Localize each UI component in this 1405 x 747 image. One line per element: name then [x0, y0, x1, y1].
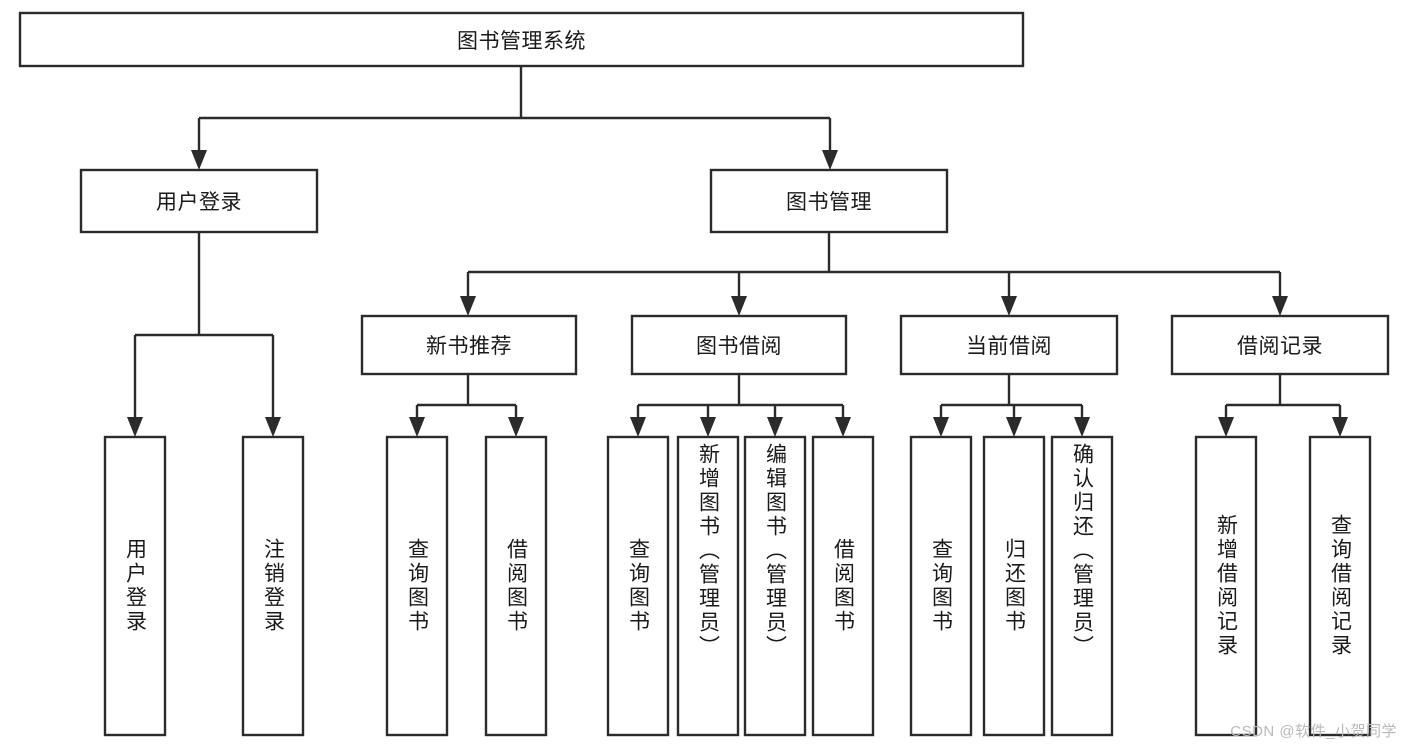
- node-label-leaf-logout: 注销登录: [261, 538, 285, 634]
- arrow-root-to-book-manage: [822, 150, 838, 170]
- node-box-leaf-borrow-book-2[interactable]: [811, 435, 875, 737]
- node-box-leaf-add-record[interactable]: [1194, 435, 1258, 737]
- node-box-leaf-query-record[interactable]: [1308, 435, 1372, 737]
- node-box-leaf-borrow-book-1[interactable]: [484, 435, 548, 737]
- node-label-current-borrow: 当前借阅: [966, 335, 1052, 358]
- node-box-leaf-add-book[interactable]: [676, 435, 740, 737]
- node-label-leaf-add-book: 新增图书（管理员）: [696, 443, 720, 659]
- node-label-leaf-add-record: 新增借阅记录: [1214, 514, 1238, 658]
- arrow-book-borrow-to-leaf-1: [630, 417, 646, 437]
- node-box-new-book-recommend[interactable]: [360, 314, 578, 376]
- node-label-leaf-confirm-return: 确认归还（管理员）: [1070, 443, 1094, 659]
- node-label-leaf-query-book-1: 查询图书: [405, 538, 429, 634]
- arrow-new-book-to-leaf-2: [508, 417, 524, 437]
- arrow-current-borrow-to-leaf-1: [933, 417, 949, 437]
- node-label-leaf-borrow-book-1: 借阅图书: [504, 538, 528, 634]
- arrow-user-login-to-leaf-2: [265, 417, 281, 437]
- arrow-to-borrow-record: [1272, 296, 1288, 316]
- arrow-current-borrow-to-leaf-3: [1074, 417, 1090, 437]
- node-box-leaf-user-login[interactable]: [103, 435, 167, 737]
- node-box-leaf-query-book-3[interactable]: [909, 435, 973, 737]
- node-label-book-manage: 图书管理: [786, 191, 872, 214]
- arrow-current-borrow-to-leaf-2: [1006, 417, 1022, 437]
- node-box-leaf-query-book-1[interactable]: [385, 435, 449, 737]
- node-label-leaf-user-login: 用户登录: [123, 538, 147, 634]
- arrow-to-book-borrow: [731, 296, 747, 316]
- arrow-book-borrow-to-leaf-3: [767, 417, 783, 437]
- node-box-root[interactable]: [18, 11, 1025, 68]
- arrow-book-borrow-to-leaf-2: [700, 417, 716, 437]
- node-label-leaf-borrow-book-2: 借阅图书: [831, 538, 855, 634]
- node-box-leaf-return-book[interactable]: [982, 435, 1046, 737]
- arrow-to-current-borrow: [1001, 296, 1017, 316]
- node-label-root: 图书管理系统: [457, 29, 586, 53]
- node-label-leaf-query-book-2: 查询图书: [626, 538, 650, 634]
- node-label-leaf-return-book: 归还图书: [1002, 538, 1026, 634]
- node-label-leaf-query-book-3: 查询图书: [929, 538, 953, 634]
- node-label-leaf-edit-book: 编辑图书（管理员）: [763, 443, 787, 659]
- node-box-leaf-confirm-return[interactable]: [1050, 435, 1114, 737]
- watermark-text: CSDN @软件_小贺同学: [1230, 723, 1397, 740]
- arrow-user-login-to-leaf-1: [127, 417, 143, 437]
- node-label-borrow-record: 借阅记录: [1237, 335, 1323, 358]
- node-label-leaf-query-record: 查询借阅记录: [1328, 514, 1352, 658]
- arrow-to-new-book-recommend: [460, 296, 476, 316]
- arrow-new-book-to-leaf-1: [409, 417, 425, 437]
- node-box-current-borrow[interactable]: [899, 314, 1119, 376]
- node-label-new-book-recommend: 新书推荐: [426, 335, 512, 358]
- node-label-book-borrow: 图书借阅: [696, 335, 782, 358]
- arrow-borrow-record-to-leaf-1: [1218, 417, 1234, 437]
- arrow-book-borrow-to-leaf-4: [835, 417, 851, 437]
- arrow-root-to-user-login: [191, 150, 207, 170]
- node-box-leaf-logout[interactable]: [241, 435, 305, 737]
- node-label-user-login: 用户登录: [156, 191, 242, 214]
- node-box-leaf-query-book-2[interactable]: [606, 435, 670, 737]
- arrow-borrow-record-to-leaf-2: [1332, 417, 1348, 437]
- node-box-user-login[interactable]: [79, 168, 319, 234]
